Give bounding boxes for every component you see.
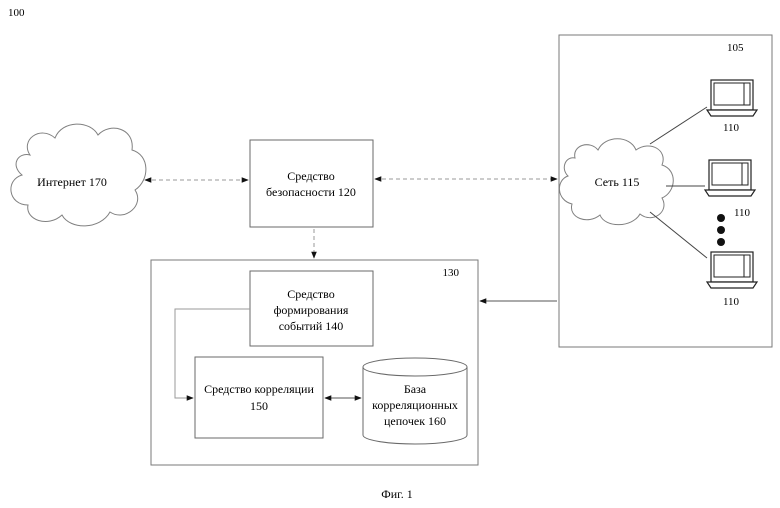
correlation-label-line1: Средство корреляции — [204, 382, 314, 396]
security-tool-box: Средство безопасности 120 — [250, 140, 373, 227]
correlation-label-line2: 150 — [250, 399, 268, 413]
events-label-line1: Средство — [287, 287, 334, 301]
network-cloud: Сеть 115 — [559, 139, 673, 225]
events-label-line2: формирования — [274, 303, 349, 317]
database-label-line2: корреляционных — [372, 398, 458, 412]
events-label-line3: событий 140 — [279, 319, 344, 333]
figure-caption: Фиг. 1 — [381, 487, 412, 501]
correlation-box: Средство корреляции 150 — [195, 357, 323, 438]
computer-2-label: 110 — [734, 207, 751, 219]
network-pc1-link — [650, 107, 707, 144]
more-computers-dots — [717, 214, 725, 246]
network-label: Сеть 115 — [595, 175, 640, 189]
security-label-line1: Средство — [287, 169, 334, 183]
figure-number: 100 — [8, 7, 25, 19]
network-block-ref: 105 — [727, 42, 744, 54]
computer-icon — [705, 160, 755, 196]
database-cylinder: База корреляционных цепочек 160 — [363, 358, 467, 444]
computer-icon — [707, 80, 757, 116]
event-generation-box: Средство формирования событий 140 — [250, 271, 373, 346]
internet-label: Интернет 170 — [37, 175, 107, 189]
network-pc3-link — [650, 212, 707, 258]
computer-3-label: 110 — [723, 296, 740, 308]
computer-1-label: 110 — [723, 122, 740, 134]
database-label-line1: База — [404, 382, 427, 396]
system-block-ref: 130 — [443, 267, 460, 279]
database-label-line3: цепочек 160 — [384, 414, 446, 428]
computer-icon — [707, 252, 757, 288]
security-label-line2: безопасности 120 — [266, 185, 356, 199]
internet-cloud: Интернет 170 — [11, 124, 146, 226]
